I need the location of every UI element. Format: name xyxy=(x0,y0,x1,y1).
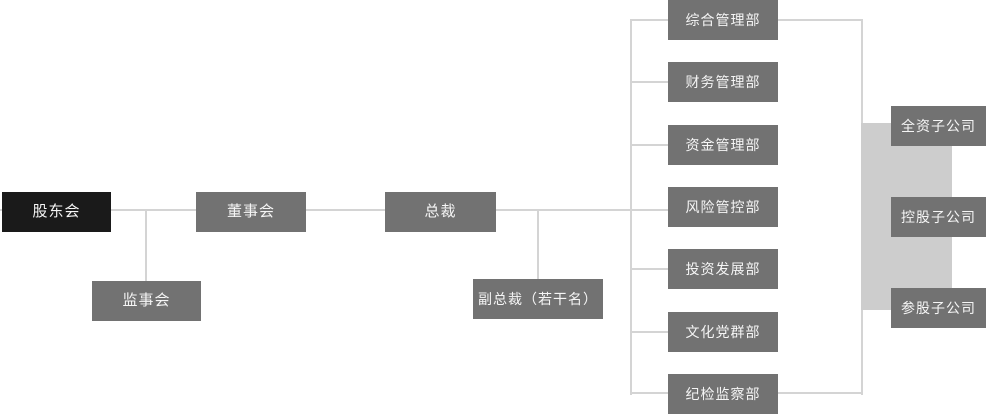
node-dept-culture-party: 文化党群部 xyxy=(668,312,778,352)
node-dept-risk-control: 风险管控部 xyxy=(668,187,778,227)
node-equity-subsidiary: 参股子公司 xyxy=(891,288,986,328)
node-supervisory-board: 监事会 xyxy=(92,281,201,321)
connector-right-stub-top xyxy=(778,19,863,21)
node-dept-investment-development: 投资发展部 xyxy=(668,249,778,289)
connector-stub-investment xyxy=(630,268,668,270)
connector-stub-financial xyxy=(630,81,668,83)
node-dept-discipline-inspection: 纪检监察部 xyxy=(668,374,778,414)
node-shareholders-meeting: 股东会 xyxy=(2,192,111,232)
connector-left-rail xyxy=(630,19,632,395)
node-dept-capital-management: 资金管理部 xyxy=(668,125,778,165)
connector-drop-supervisory xyxy=(145,209,147,281)
connector-stub-general-admin xyxy=(630,19,668,21)
connector-right-stub-bottom xyxy=(778,392,863,394)
connector-stub-capital xyxy=(630,144,668,146)
node-dept-financial-management: 财务管理部 xyxy=(668,62,778,102)
connector-stub-culture-party xyxy=(630,331,668,333)
node-holding-subsidiary: 控股子公司 xyxy=(891,197,986,237)
node-dept-general-admin: 综合管理部 xyxy=(668,0,778,40)
connector-stub-discipline xyxy=(630,392,668,394)
node-board-of-directors: 董事会 xyxy=(196,192,306,232)
node-president: 总裁 xyxy=(385,192,496,232)
node-wholly-owned-subsidiary: 全资子公司 xyxy=(891,106,986,146)
connector-main-trunk xyxy=(0,209,668,211)
connector-drop-vice-president xyxy=(537,209,539,279)
node-vice-president: 副总裁（若干名） xyxy=(473,279,603,319)
